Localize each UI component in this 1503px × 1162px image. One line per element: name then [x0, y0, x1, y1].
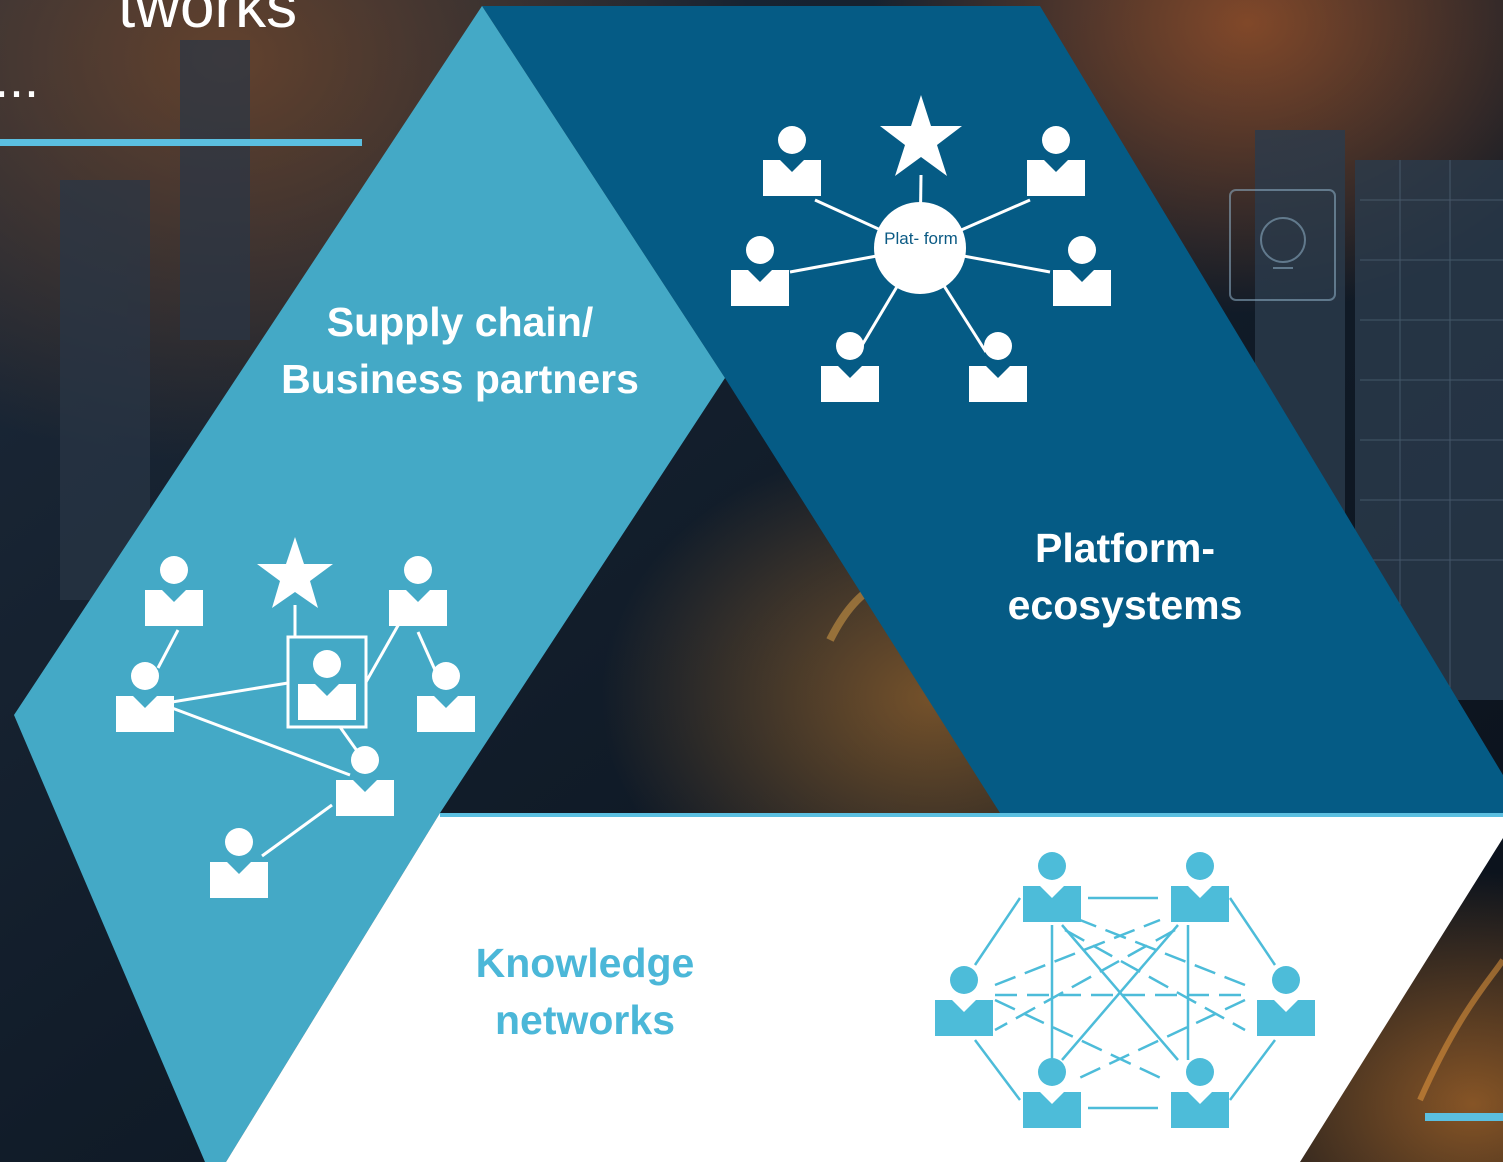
platform-hub	[874, 202, 966, 294]
page-title-fragment: tworks	[118, 0, 298, 41]
header-rule	[0, 139, 362, 146]
star-icon	[257, 537, 333, 608]
supply-chain-network	[156, 605, 437, 858]
platform-ecosystems-label: Platform- ecosystems	[1007, 525, 1243, 628]
knowledge-networks-label: Knowledge networks	[475, 940, 695, 1043]
platform-hub-label: Plat- form	[884, 229, 958, 248]
star-icon	[880, 95, 962, 176]
title-ellipsis: ...	[0, 49, 40, 109]
supply-chain-segment	[14, 6, 725, 1162]
knowledge-networks-segment	[226, 813, 1503, 1162]
platform-ecosystems-segment	[482, 6, 1503, 813]
supply-chain-label: Supply chain/ Business partners	[281, 299, 639, 402]
corner-accent-rule	[1425, 1113, 1503, 1121]
knowledge-network	[973, 896, 1277, 1110]
